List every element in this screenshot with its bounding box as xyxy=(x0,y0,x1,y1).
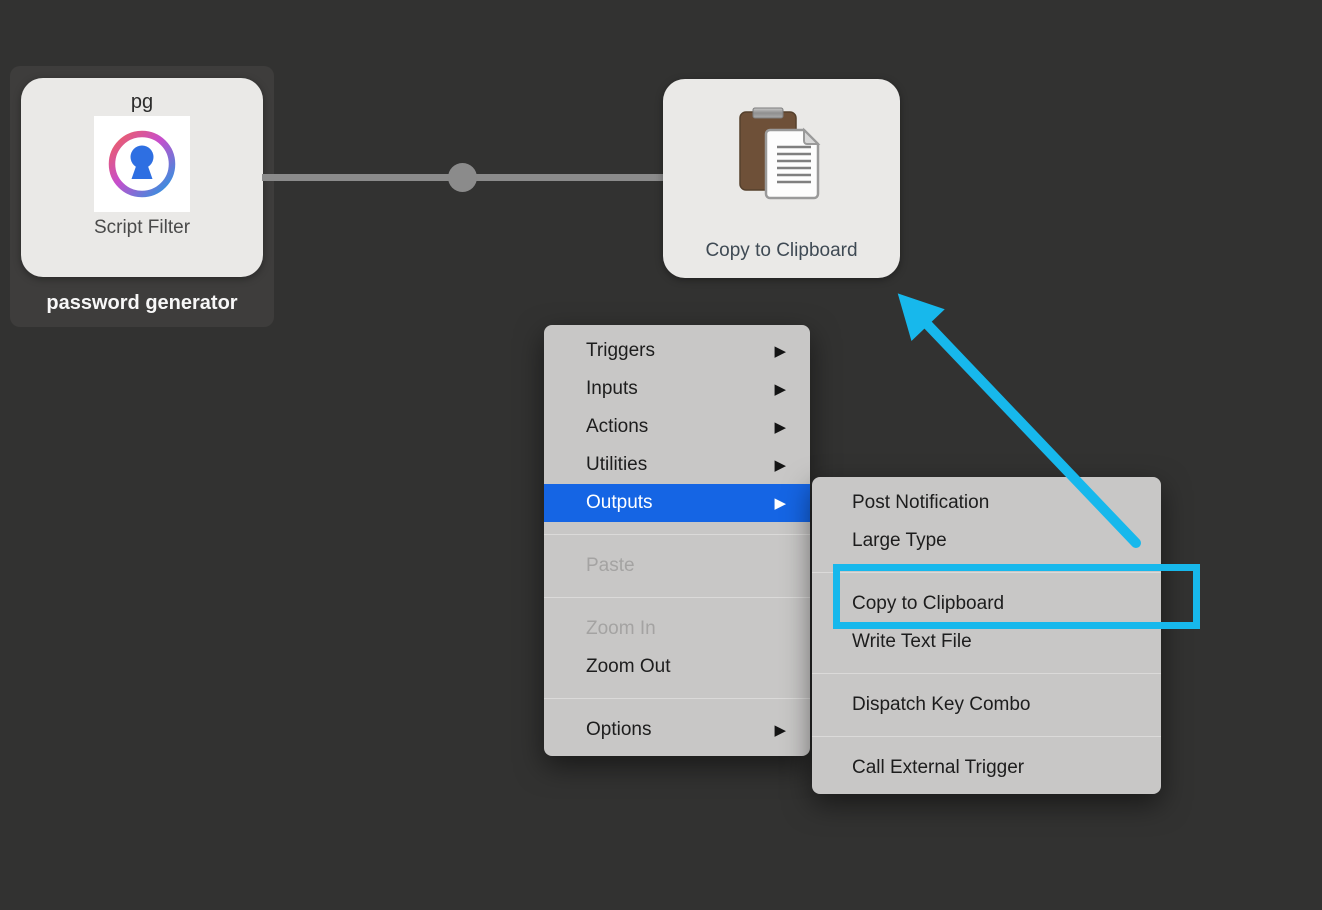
submenu-item-copy-to-clipboard[interactable]: Copy to Clipboard xyxy=(812,585,1161,623)
menu-item-actions[interactable]: Actions ▶ xyxy=(544,408,810,446)
menu-separator xyxy=(812,673,1161,674)
menu-item-label: Call External Trigger xyxy=(852,757,1025,778)
node-type-label: Script Filter xyxy=(93,217,191,238)
menu-item-label: Large Type xyxy=(852,530,947,551)
submenu-arrow-icon: ▶ xyxy=(774,457,786,474)
clipboard-icon xyxy=(738,107,820,200)
menu-separator xyxy=(544,534,810,535)
menu-item-label: Utilities xyxy=(586,454,648,475)
menu-item-label: Outputs xyxy=(586,492,653,513)
menu-item-label: Inputs xyxy=(586,378,638,399)
script-filter-node[interactable]: pg Script Filter xyxy=(21,78,263,277)
submenu-arrow-icon: ▶ xyxy=(774,381,786,398)
script-filter-node-group[interactable]: pg Script Filter password generator xyxy=(10,66,274,327)
menu-item-outputs[interactable]: Outputs ▶ xyxy=(544,484,810,522)
submenu-item-call-external-trigger[interactable]: Call External Trigger xyxy=(812,749,1161,787)
node-label: Copy to Clipboard xyxy=(705,240,858,261)
annotation-highlight-box xyxy=(833,564,1200,629)
menu-item-utilities[interactable]: Utilities ▶ xyxy=(544,446,810,484)
menu-separator xyxy=(812,572,1161,573)
menu-item-label: Post Notification xyxy=(852,492,990,513)
keyhole-gradient-icon xyxy=(94,116,190,212)
node-keyword: pg xyxy=(130,91,154,113)
menu-separator xyxy=(544,698,810,699)
menu-item-label: Actions xyxy=(586,416,649,437)
submenu-arrow-icon: ▶ xyxy=(774,419,786,436)
context-menu: Triggers ▶ Inputs ▶ Actions ▶ Utilities … xyxy=(544,325,810,756)
menu-item-options[interactable]: Options ▶ xyxy=(544,711,810,749)
menu-item-label: Triggers xyxy=(586,340,655,361)
menu-item-label: Dispatch Key Combo xyxy=(852,694,1031,715)
menu-separator xyxy=(544,597,810,598)
menu-item-triggers[interactable]: Triggers ▶ xyxy=(544,332,810,370)
copy-to-clipboard-node[interactable]: Copy to Clipboard xyxy=(663,79,900,278)
menu-item-inputs[interactable]: Inputs ▶ xyxy=(544,370,810,408)
menu-item-label: Options xyxy=(586,719,652,740)
connection-midpoint-handle[interactable] xyxy=(448,163,477,192)
menu-separator xyxy=(812,736,1161,737)
submenu-item-dispatch-key-combo[interactable]: Dispatch Key Combo xyxy=(812,686,1161,724)
submenu-arrow-icon: ▶ xyxy=(774,495,786,512)
submenu-item-post-notification[interactable]: Post Notification xyxy=(812,484,1161,522)
menu-item-zoom-out[interactable]: Zoom Out xyxy=(544,648,810,686)
menu-item-label: Zoom Out xyxy=(586,656,671,677)
submenu-item-write-text-file[interactable]: Write Text File xyxy=(812,623,1161,661)
submenu-arrow-icon: ▶ xyxy=(774,343,786,360)
menu-item-label: Copy to Clipboard xyxy=(852,593,1005,614)
outputs-submenu: Post Notification Large Type Copy to Cli… xyxy=(812,477,1161,794)
submenu-item-large-type[interactable]: Large Type xyxy=(812,522,1161,560)
submenu-arrow-icon: ▶ xyxy=(774,722,786,739)
menu-item-label: Write Text File xyxy=(852,631,972,652)
menu-item-zoom-in: Zoom In xyxy=(544,610,810,648)
menu-item-label: Zoom In xyxy=(586,618,656,639)
menu-item-label: Paste xyxy=(586,555,635,576)
node-name-label: password generator xyxy=(46,292,238,314)
menu-item-paste: Paste xyxy=(544,547,810,585)
